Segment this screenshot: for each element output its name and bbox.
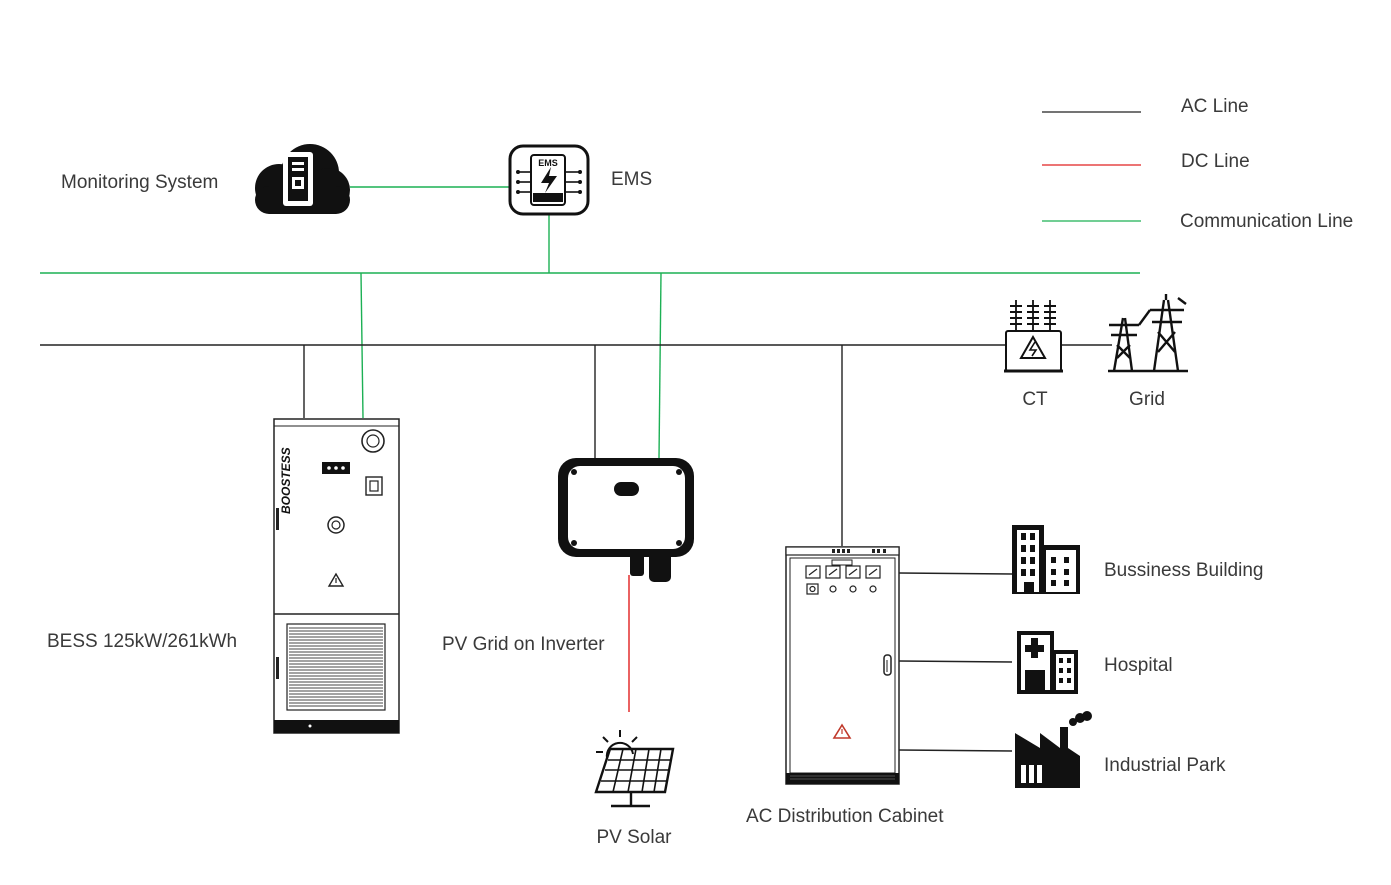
bess-label: BESS 125kW/261kWh: [47, 631, 238, 652]
solar-panel-icon: [594, 730, 675, 808]
inverter-label: PV Grid on Inverter: [442, 634, 605, 655]
factory-icon: [1015, 711, 1092, 788]
ems-label: EMS: [611, 169, 653, 190]
ct-transformer-icon: [1004, 300, 1063, 373]
pv-solar-label: PV Solar: [596, 827, 672, 848]
communication-lines: [40, 186, 1140, 459]
business-building-label: Bussiness Building: [1104, 560, 1264, 581]
grid-label: Grid: [1129, 389, 1165, 410]
ac-lines: [40, 344, 1112, 752]
ems-badge-text: EMS: [538, 158, 558, 168]
ac-cabinet-label: AC Distribution Cabinet: [746, 806, 944, 827]
business-building-icon: [1012, 525, 1080, 594]
power-grid-tower-icon: [1108, 294, 1188, 373]
legend-comm-line-label: Communication Line: [1180, 211, 1354, 232]
cloud-server-icon: [255, 144, 350, 214]
legend-ac-line-label: AC Line: [1181, 96, 1249, 117]
bess-cabinet-icon: BOOSTESS: [273, 418, 400, 734]
pv-inverter-icon: [558, 458, 694, 582]
bess-vent-grille: [289, 627, 383, 707]
ct-label: CT: [1022, 389, 1048, 410]
bess-brand-text: BOOSTESS: [279, 447, 293, 514]
legend-dc-line-label: DC Line: [1181, 151, 1250, 172]
industrial-park-label: Industrial Park: [1104, 755, 1226, 776]
hospital-icon: [1017, 631, 1078, 694]
monitoring-system-label: Monitoring System: [61, 172, 219, 193]
ems-icon: EMS: [508, 144, 590, 216]
ac-distribution-cabinet-icon: [785, 546, 900, 785]
hospital-label: Hospital: [1104, 655, 1173, 676]
